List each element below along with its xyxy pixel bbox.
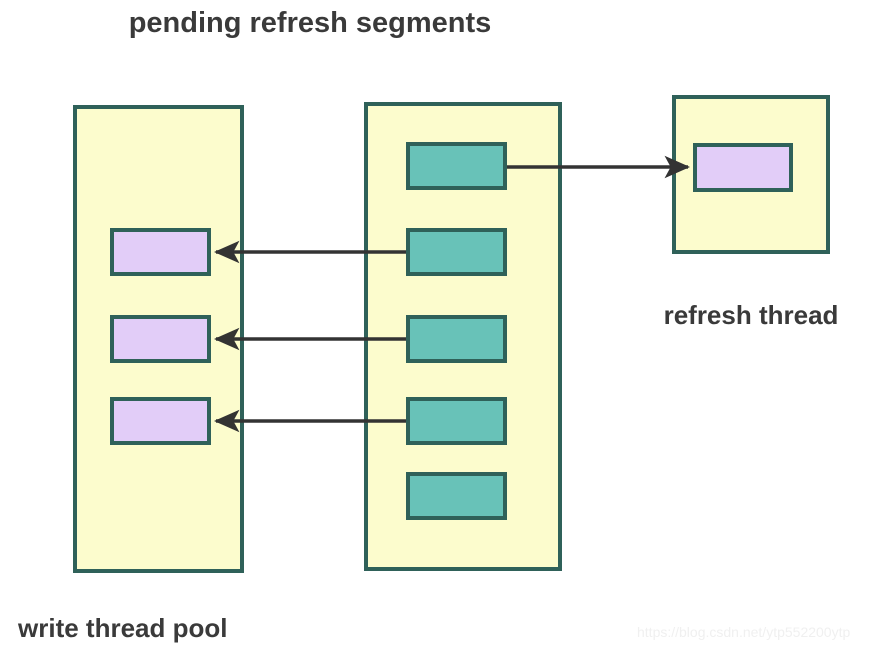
refresh-thread-label: refresh thread	[663, 300, 839, 330]
pending-segment-block	[406, 315, 507, 363]
refresh-thread-block	[693, 143, 793, 192]
pending-segment-block	[406, 397, 507, 445]
write-thread-block	[110, 315, 211, 363]
pending-segment-block	[406, 228, 507, 276]
write-thread-block	[110, 397, 211, 445]
write-thread-block	[110, 228, 211, 276]
pending-refresh-segments-title: pending refresh segments	[128, 7, 492, 39]
write-thread-pool-label: write thread pool	[18, 613, 228, 643]
pending-segment-block	[406, 472, 507, 520]
source-watermark: https://blog.csdn.net/ytp552200ytp	[637, 624, 851, 640]
pending-segment-block	[406, 142, 507, 190]
